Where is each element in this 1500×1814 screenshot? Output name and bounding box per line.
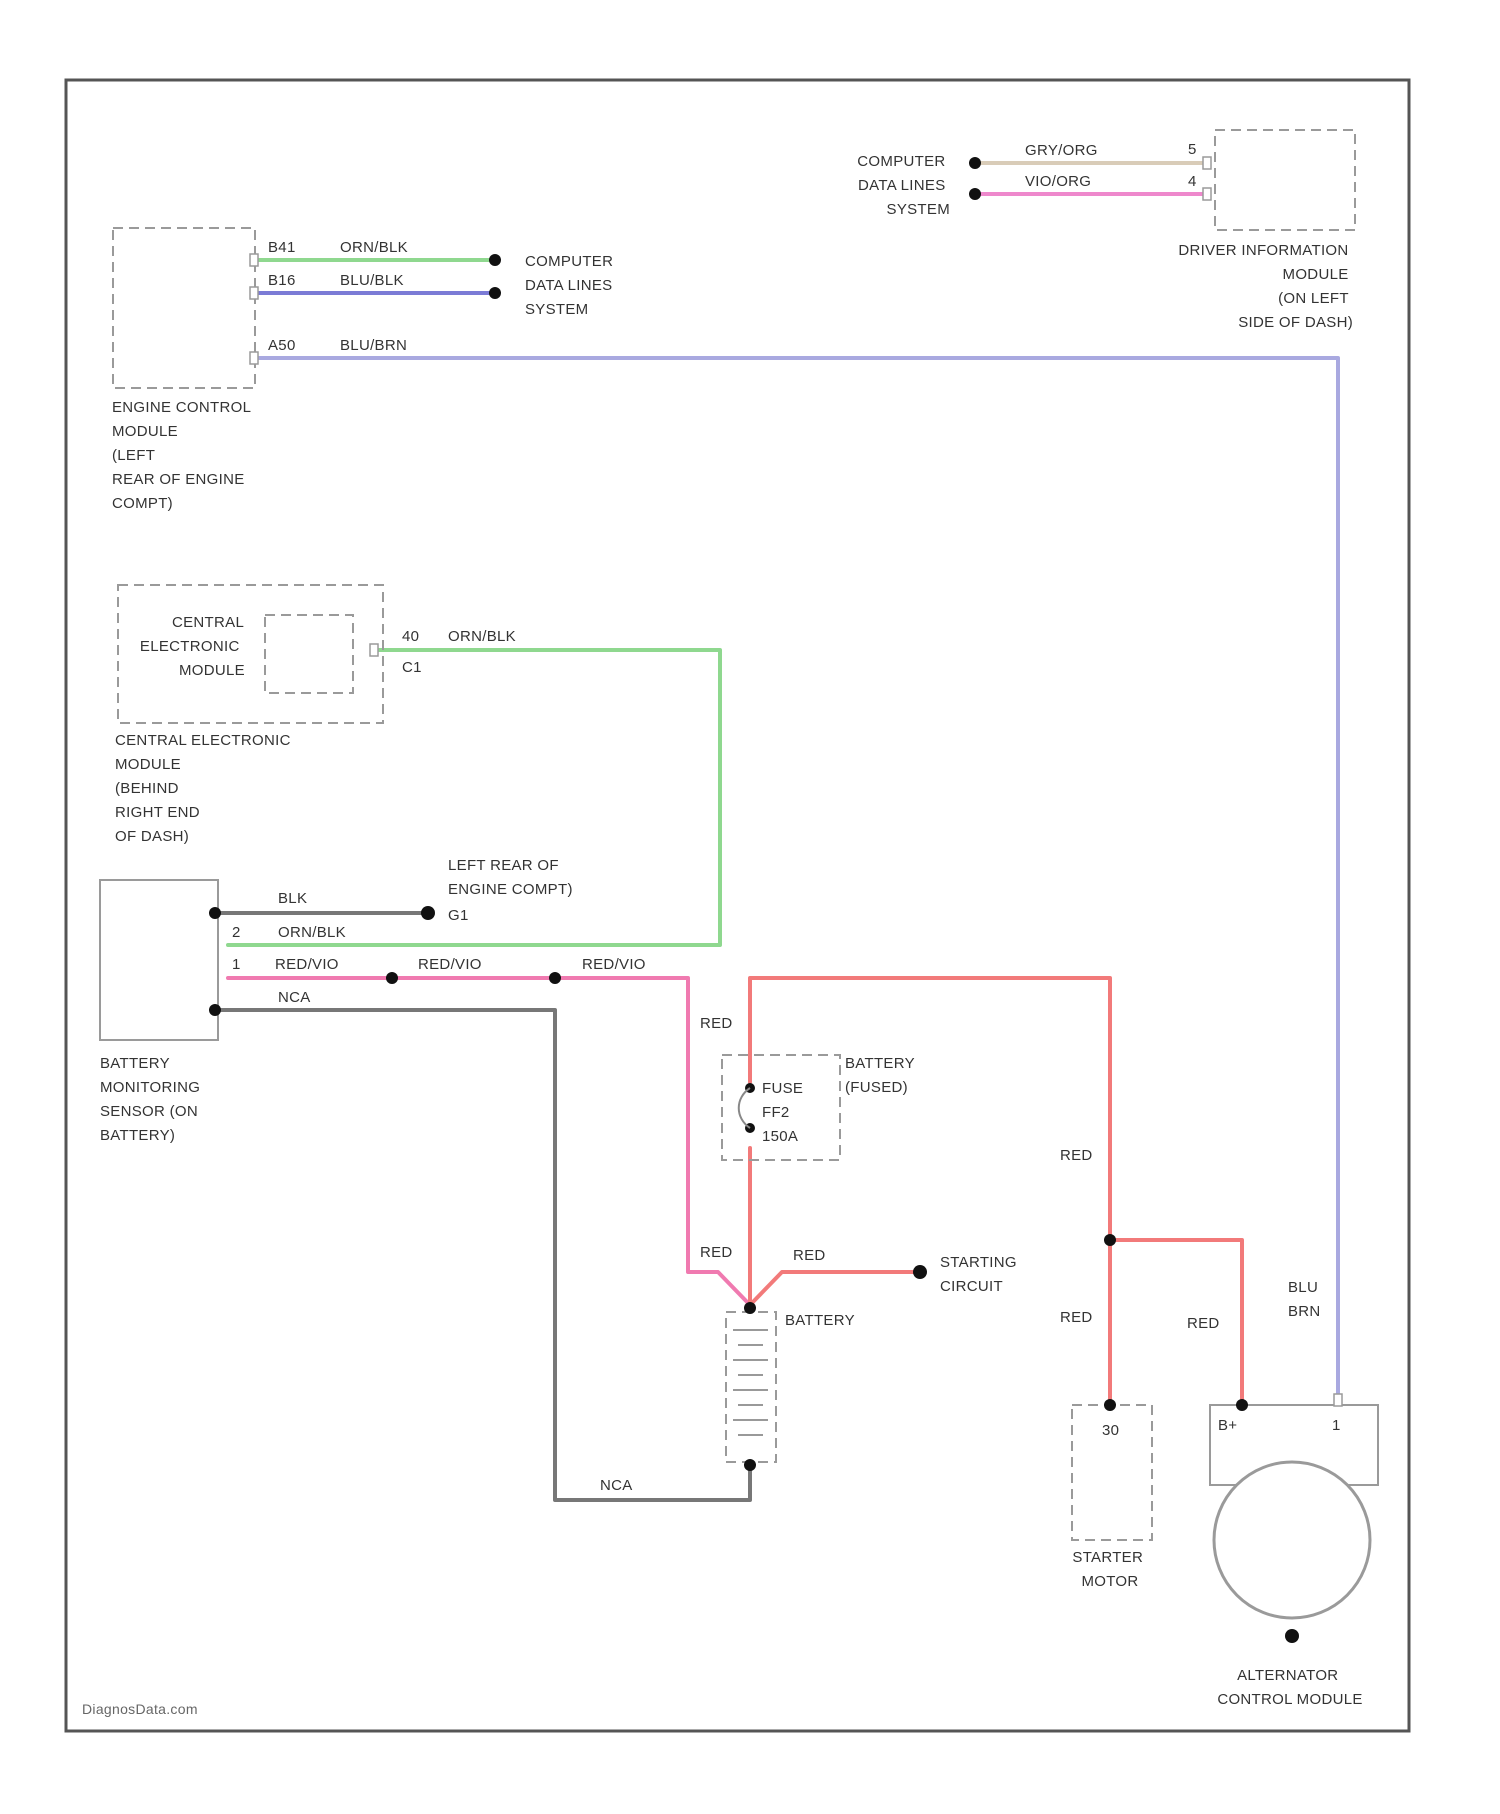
starter-pin-30: 30 — [1102, 1422, 1119, 1439]
starter-motor: 30 STARTER MOTOR — [1072, 1399, 1152, 1590]
cem-pin-40: 40 — [402, 628, 419, 645]
battery-monitoring-sensor: 2 1 BATTERY MONITORING SENSOR (ON BATTER… — [100, 880, 241, 1144]
wire-red-vio — [228, 978, 750, 1305]
ecm-label: ENGINE CONTROL MODULE (LEFT REAR OF ENGI… — [112, 399, 255, 512]
wire-red-fuse-top — [750, 978, 1110, 1240]
wire-label-blu-brn: BLU/BRN — [340, 337, 407, 354]
wire-label-blu-blk-ecm: BLU/BLK — [340, 272, 404, 289]
ecm-pin-a50: A50 — [268, 337, 296, 354]
central-electronic-module: CENTRAL ELECTRONIC MODULE 40 C1 CENTRAL … — [115, 585, 422, 845]
arrow-dot-starting — [913, 1265, 927, 1279]
arrow-dot-ecm-2 — [489, 287, 501, 299]
alternator-control-module: B+ 1 ALTERNATOR CONTROL MODULE — [1210, 1394, 1378, 1708]
starter-label: STARTER MOTOR — [1072, 1549, 1147, 1590]
ecm-pin-b41: B41 — [268, 239, 296, 256]
wire-label-red-vio-3: RED/VIO — [582, 956, 646, 973]
wire-label-orn-blk-ecm: ORN/BLK — [340, 239, 408, 256]
cem-label: CENTRAL ELECTRONIC MODULE (BEHIND RIGHT … — [115, 732, 295, 845]
ecm-pin-b16: B16 — [268, 272, 296, 289]
wire-label-orn-blk-bms: ORN/BLK — [278, 924, 346, 941]
wire-label-gry-org: GRY/ORG — [1025, 142, 1098, 159]
wire-label-red-2: RED — [700, 1244, 733, 1261]
wire-label-red-vio-1: RED/VIO — [275, 956, 339, 973]
splice-red-vio-2 — [549, 972, 561, 984]
wire-nca — [215, 1010, 750, 1500]
computer-data-lines-top: COMPUTER DATA LINES SYSTEM — [857, 153, 950, 218]
wire-label-red-4: RED — [1060, 1147, 1093, 1164]
wire-red-starting — [750, 1272, 918, 1305]
alternator-pin-1: 1 — [1332, 1417, 1341, 1434]
wire-label-nca-2: NCA — [600, 1477, 633, 1494]
wire-label-orn-blk-cem: ORN/BLK — [448, 628, 516, 645]
ground-g1: G1 LEFT REAR OF ENGINE COMPT) — [421, 857, 573, 924]
arrow-dot-ecm-1 — [489, 254, 501, 266]
driver-information-module: 5 4 DRIVER INFORMATION MODULE (ON LEFT S… — [1178, 130, 1355, 331]
cem-pin-c1: C1 — [402, 659, 422, 676]
computer-data-lines-left: COMPUTER DATA LINES SYSTEM — [525, 253, 618, 318]
bms-pin-2: 2 — [232, 924, 241, 941]
arrow-dot-dim-2 — [969, 188, 981, 200]
splice-red-vio-1 — [386, 972, 398, 984]
dim-pin-4: 4 — [1188, 173, 1197, 190]
wire-label-brn: BRN — [1288, 1303, 1321, 1320]
wire-label-red-6: RED — [1187, 1315, 1220, 1332]
ground-id: G1 — [448, 907, 469, 924]
cem-inner-label: CENTRAL ELECTRONIC MODULE — [140, 614, 248, 679]
dim-pin-5: 5 — [1188, 141, 1197, 158]
arrow-dot-dim-1 — [969, 157, 981, 169]
alternator-label: ALTERNATOR CONTROL MODULE — [1217, 1667, 1362, 1708]
wire-label-red-vio-2: RED/VIO — [418, 956, 482, 973]
fuse-label: FUSE FF2 150A — [762, 1080, 808, 1145]
ground-label: LEFT REAR OF ENGINE COMPT) — [448, 857, 573, 898]
wire-label-red-5: RED — [1060, 1309, 1093, 1326]
wire-label-red-1: RED — [700, 1015, 733, 1032]
alternator-pin-b: B+ — [1218, 1417, 1237, 1434]
starting-circuit-label: STARTING CIRCUIT — [940, 1254, 1021, 1295]
battery: BATTERY — [726, 1302, 855, 1471]
dim-label: DRIVER INFORMATION MODULE (ON LEFT SIDE … — [1178, 242, 1353, 331]
watermark: DiagnosData.com — [82, 1701, 198, 1717]
wires — [215, 163, 1338, 1500]
wire-red-alternator — [1110, 1240, 1242, 1402]
wire-label-vio-org: VIO/ORG — [1025, 173, 1091, 190]
engine-control-module: B41 B16 A50 ENGINE CONTROL MODULE (LEFT … — [112, 228, 296, 512]
bms-pin-1: 1 — [232, 956, 241, 973]
wire-label-blu: BLU — [1288, 1279, 1318, 1296]
battery-label: BATTERY — [785, 1312, 855, 1329]
diagram-frame — [66, 80, 1409, 1731]
bms-label: BATTERY MONITORING SENSOR (ON BATTERY) — [100, 1055, 205, 1144]
wire-label-blk: BLK — [278, 890, 307, 907]
battery-fused-label: BATTERY (FUSED) — [845, 1055, 919, 1096]
splice-red-main — [1104, 1234, 1116, 1246]
wire-label-red-3: RED — [793, 1247, 826, 1264]
wire-label-nca-1: NCA — [278, 989, 311, 1006]
